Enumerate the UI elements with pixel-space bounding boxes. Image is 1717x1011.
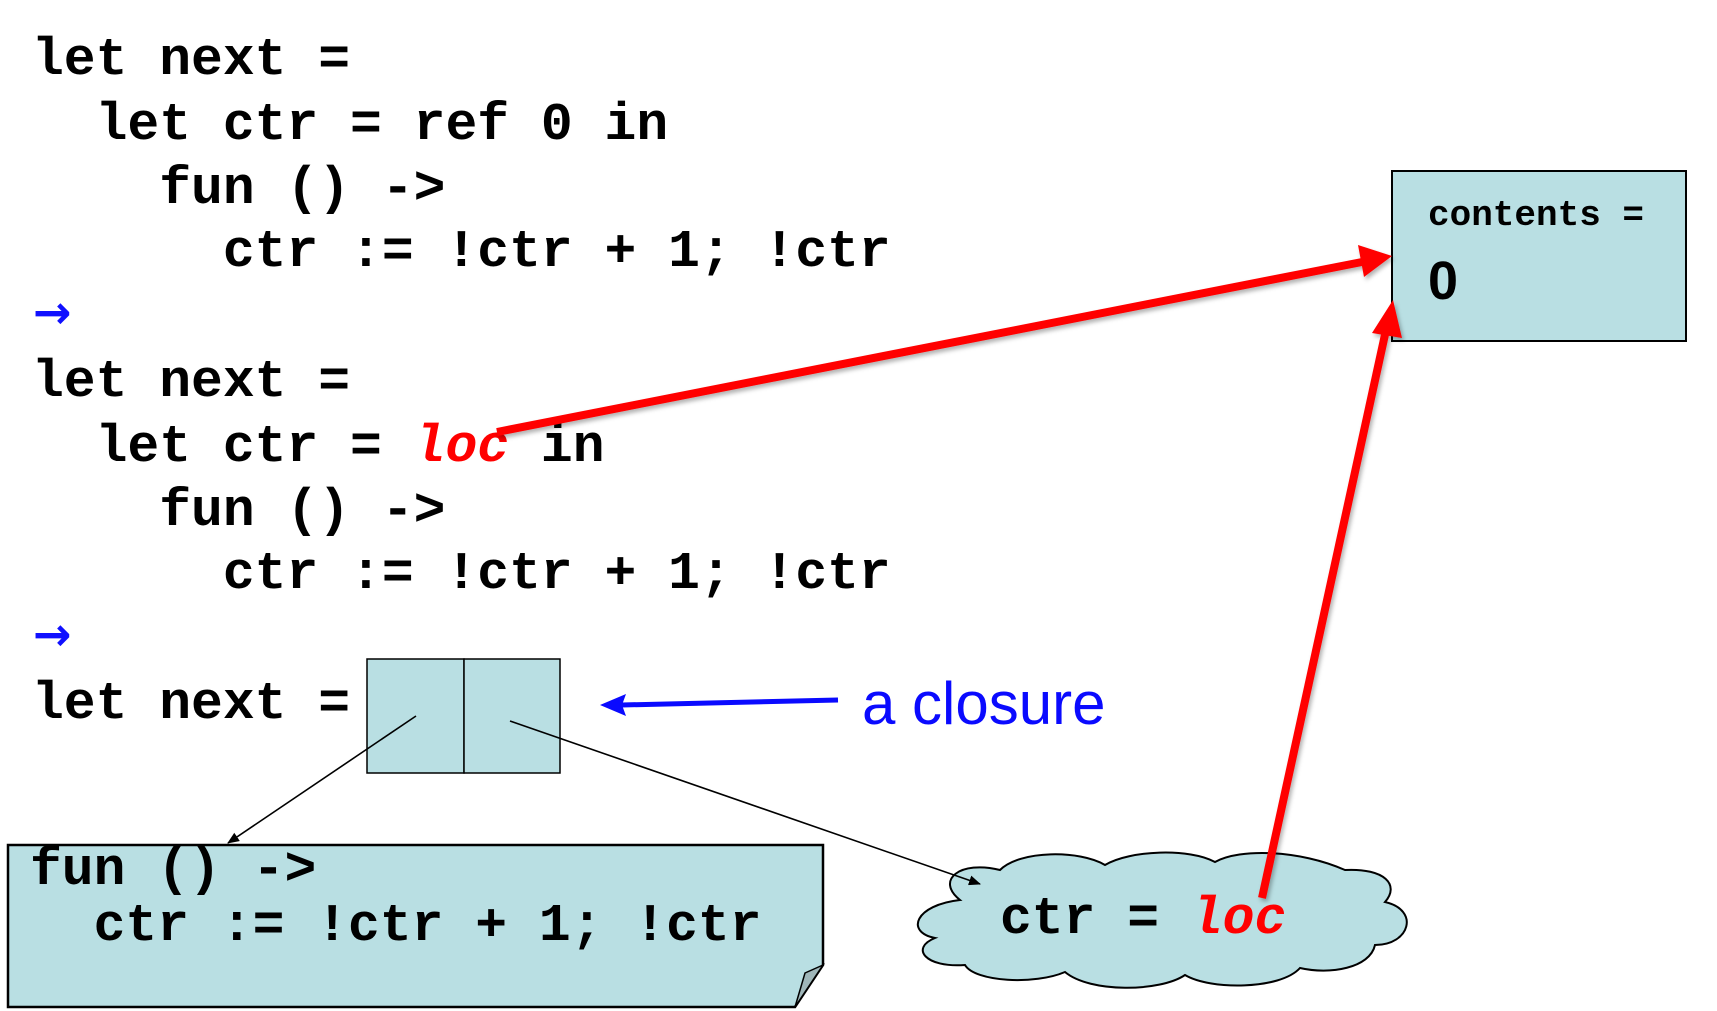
ref-cell-label: contents =	[1428, 195, 1645, 236]
code-box-line1: fun () ->	[30, 840, 317, 900]
closure-to-env-pointer	[509, 720, 981, 886]
block2-line3: fun () ->	[32, 481, 446, 541]
block2-line1: let next =	[32, 352, 351, 412]
block2-line4: ctr := !ctr + 1; !ctr	[32, 544, 891, 604]
block1-line2-suffix: in	[572, 95, 669, 155]
block1-line2-value: ref 0	[413, 95, 573, 155]
block1-line1: let next =	[32, 30, 351, 90]
env-cloud-text: ctr = loc	[1000, 893, 1286, 946]
block1-line4: ctr := !ctr + 1; !ctr	[32, 222, 891, 282]
closure-label: a closure	[862, 670, 1106, 737]
block2-loc-value: loc	[413, 417, 510, 477]
env-cloud	[916, 851, 1408, 989]
step-arrow-icon: →	[33, 285, 72, 339]
block2-line2-prefix: let ctr =	[32, 417, 414, 477]
code-box-line2: ctr := !ctr + 1; !ctr	[30, 896, 762, 956]
block1-line2-prefix: let ctr =	[32, 95, 414, 155]
block2-line2: let ctr = loc in	[32, 421, 605, 474]
block1-line3: fun () ->	[32, 159, 446, 219]
loc-to-ref-arrow	[496, 245, 1392, 436]
ref-cell-value: 0	[1428, 251, 1459, 311]
block3-line1: let next =	[32, 674, 351, 734]
closure-to-code-pointer	[227, 715, 417, 844]
env-binding-name: ctr =	[1000, 889, 1191, 949]
env-binding-value: loc	[1190, 889, 1287, 949]
closure-pair	[366, 658, 561, 774]
step-arrow-icon: →	[33, 607, 72, 661]
env-loc-to-ref-arrow	[1258, 300, 1402, 899]
folded-corner	[794, 963, 826, 1008]
closure-env-slot	[463, 658, 561, 774]
block1-line2: let ctr = ref 0 in	[32, 99, 669, 152]
closure-annotation-arrow	[600, 694, 839, 716]
code-box	[6, 843, 826, 1009]
block2-line2-suffix: in	[509, 417, 605, 477]
